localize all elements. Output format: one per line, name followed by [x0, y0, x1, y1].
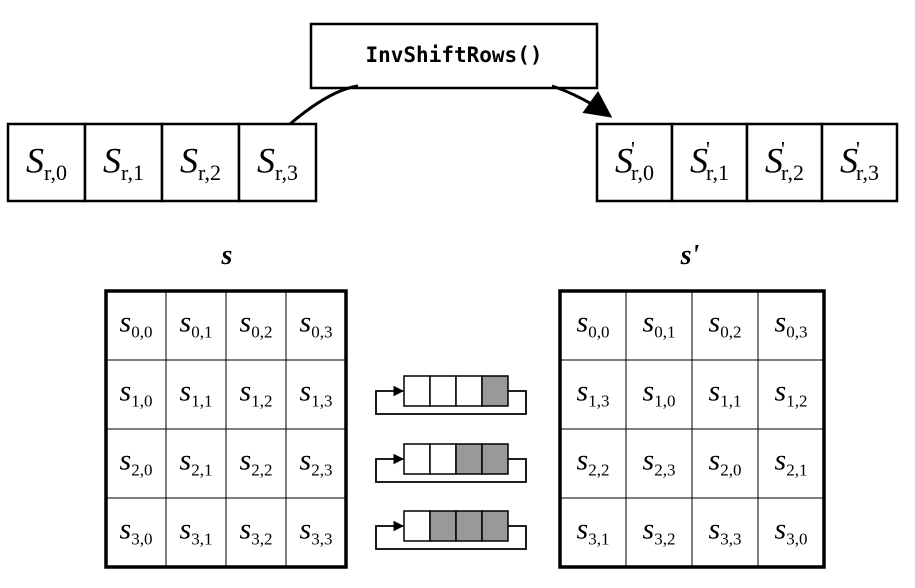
state-in-cell-2-1 [165, 428, 227, 499]
state-out-cell-2-3 [757, 428, 825, 499]
row-before-cell-0 [6, 122, 87, 203]
row-after-cell-1 [670, 122, 749, 203]
state-out-cell-label-0-0: s0,0 [577, 306, 610, 342]
state-in-cell-label-1-2: s1,2 [240, 375, 273, 411]
shift-cell-3-0 [403, 510, 431, 542]
state-in-cell-label-3-0: s3,0 [120, 513, 153, 549]
state-in-cell-label-3-1: s3,1 [180, 513, 213, 549]
row-after-cell-0 [595, 122, 674, 203]
state-out-cell-label-3-2: s3,3 [709, 513, 742, 549]
state-in-cell-label-3-2: s3,2 [240, 513, 273, 549]
row-before-cell-label-3: Sr,3 [257, 141, 298, 186]
operation-label: InvShiftRows() [365, 43, 542, 67]
state-in-cell-label-2-3: s2,3 [300, 444, 333, 480]
transform-arrow [289, 84, 610, 124]
row-before: Sr,0 Sr,1 Sr,2 Sr,3 [6, 122, 318, 203]
state-in-cell-3-3 [285, 497, 347, 568]
state-out-cell-label-1-3: s1,2 [775, 375, 808, 411]
row-after-cell-3 [820, 122, 899, 203]
state-out-cell-label-2-2: s2,0 [709, 444, 742, 480]
state-in-cell-label-0-2: s0,2 [240, 306, 273, 342]
state-in-cell-label-1-3: s1,3 [300, 375, 333, 411]
state-out-cell-2-2 [691, 428, 759, 499]
row-before-cell-label-2: Sr,2 [180, 141, 221, 186]
state-in-cell-1-2 [225, 359, 287, 430]
state-in-cell-label-2-2: s2,2 [240, 444, 273, 480]
state-out-border [558, 289, 826, 569]
shift-register-row-3 [375, 510, 527, 550]
state-out-matrix: s0,0 s0,1 s0,2 s0,3 s1,3 s1,0 s1,1 s1,2 s2,2 s2,3… [558, 289, 826, 569]
state-out-cell-label-0-1: s0,1 [643, 306, 676, 342]
operation-box: InvShiftRows() [309, 22, 599, 90]
shift-cell-2-0 [403, 443, 431, 475]
state-out-cell-label-2-0: s2,2 [577, 444, 610, 480]
shift-cell-1-2 [455, 375, 483, 407]
state-in-cell-label-0-0: s0,0 [120, 306, 153, 342]
state-out-cell-1-3 [757, 359, 825, 430]
shift-registers [375, 375, 527, 550]
state-in-cell-label-0-3: s0,3 [300, 306, 333, 342]
row-before-cell-3 [237, 122, 318, 203]
row-before-cell-label-1: Sr,1 [103, 141, 144, 186]
state-in-matrix: s0,0 s0,1 s0,2 s0,3 s1,0 s1,1 s1,2 s1,3 s2,0 s2,1… [104, 289, 348, 569]
state-out-cell-1-2 [691, 359, 759, 430]
shift-cell-3-1 [429, 510, 457, 542]
shift-register-row-2 [375, 443, 527, 483]
shift-cell-2-3 [481, 443, 509, 475]
state-out-cell-3-2 [691, 497, 759, 568]
state-out-cell-label-0-3: s0,3 [775, 306, 808, 342]
state-out-cell-0-0 [559, 290, 627, 361]
state-in-cell-label-1-1: s1,1 [180, 375, 213, 411]
state-in-cell-label-2-1: s2,1 [180, 444, 213, 480]
shift-cell-3-2 [455, 510, 483, 542]
state-in-cell-3-2 [225, 497, 287, 568]
row-before-cell-label-0: Sr,0 [26, 141, 67, 186]
state-out-cell-label-1-1: s1,0 [643, 375, 676, 411]
state-out-cell-3-3 [757, 497, 825, 568]
shift-cell-1-3 [481, 375, 509, 407]
state-in-border [104, 289, 348, 569]
shift-cell-2-1 [429, 443, 457, 475]
row-after-cell-label-0: S'r,0 [615, 136, 654, 185]
shift-loop-arrow-1 [375, 385, 527, 415]
state-out-cell-0-3 [757, 290, 825, 361]
state-in-cell-1-3 [285, 359, 347, 430]
state-out-cell-label-1-0: s1,3 [577, 375, 610, 411]
row-after-cell-2 [745, 122, 824, 203]
state-out-cell-label-3-1: s3,2 [643, 513, 676, 549]
row-after: S'r,0 S'r,1 S'r,2 S'r,3 [595, 122, 899, 203]
state-out-cell-label-1-2: s1,1 [709, 375, 742, 411]
shift-cell-2-2 [455, 443, 483, 475]
state-in-cell-3-1 [165, 497, 227, 568]
state-out-cell-2-1 [625, 428, 693, 499]
state-in-label: s [221, 240, 233, 271]
shift-cell-1-0 [403, 375, 431, 407]
state-in-cell-0-3 [285, 290, 347, 361]
state-out-cell-label-3-0: s3,1 [577, 513, 610, 549]
shift-register-row-1 [375, 375, 527, 415]
state-out-cell-1-0 [559, 359, 627, 430]
state-in-cell-label-2-0: s2,0 [120, 444, 153, 480]
state-in-cell-label-1-0: s1,0 [120, 375, 153, 411]
state-in-cell-label-0-1: s0,1 [180, 306, 213, 342]
shift-loop-arrow-2 [375, 453, 527, 483]
state-in-cell-2-0 [105, 428, 167, 499]
row-after-cell-label-2: S'r,2 [765, 136, 804, 185]
row-after-cell-label-3: S'r,3 [840, 136, 879, 185]
shift-loop-arrow-3 [375, 520, 527, 550]
row-after-cell-label-1: S'r,1 [690, 136, 729, 185]
state-in-cell-label-3-3: s3,3 [300, 513, 333, 549]
state-out-cell-label-0-2: s0,2 [709, 306, 742, 342]
state-out-cell-label-2-1: s2,3 [643, 444, 676, 480]
state-out-label: s' [680, 240, 700, 271]
shift-cell-1-1 [429, 375, 457, 407]
state-out-cell-label-2-3: s2,1 [775, 444, 808, 480]
state-out-cell-label-3-3: s3,0 [775, 513, 808, 549]
shift-cell-3-3 [481, 510, 509, 542]
row-before-cell-1 [83, 122, 164, 203]
